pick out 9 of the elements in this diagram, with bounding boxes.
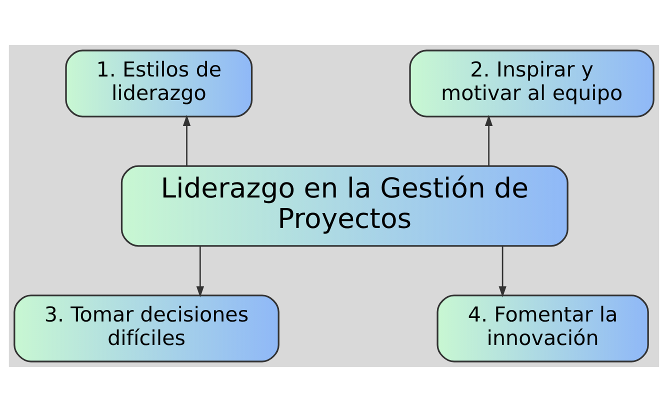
arrow xyxy=(498,246,506,298)
node-box: Liderazgo en la Gestión de Proyectos xyxy=(120,165,568,247)
arrow xyxy=(182,114,191,166)
arrow xyxy=(484,114,493,166)
node-box: 1. Estilos de liderazgo xyxy=(65,50,253,118)
node-box: 4. Fomentar la innovación xyxy=(436,294,649,362)
node-box: 3. Tomar decisiones difíciles xyxy=(14,294,280,362)
node-box: 2. Inspirar y motivar al equipo xyxy=(409,50,654,118)
arrow xyxy=(196,246,204,298)
